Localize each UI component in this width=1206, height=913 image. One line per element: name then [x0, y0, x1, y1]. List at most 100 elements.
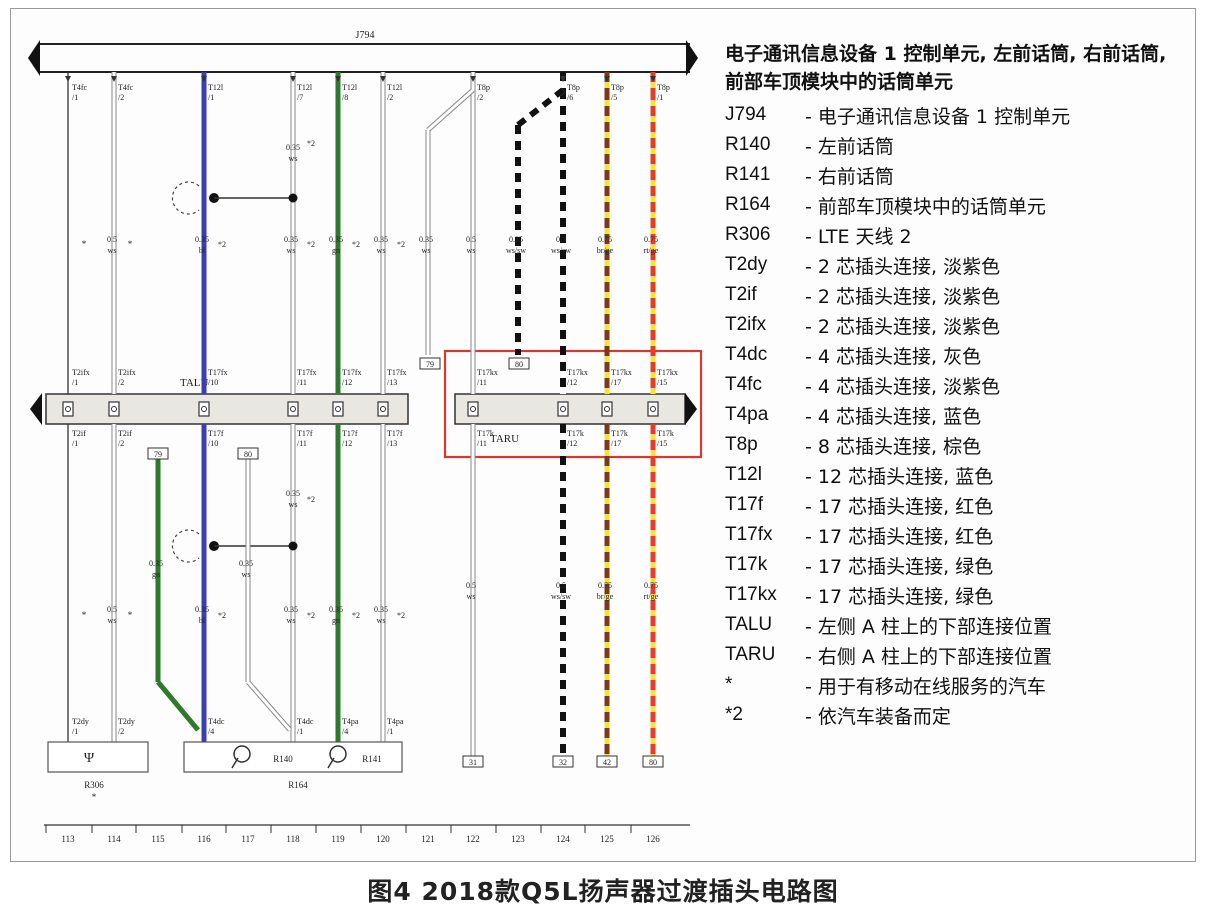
conn-bot-sub: /11	[297, 439, 307, 448]
low-wire-code: ws/sw	[551, 592, 571, 601]
legend-title: 电子通讯信息设备 1 控制单元, 左前话筒, 右前话筒, 前部车顶模块中的话筒单…	[725, 43, 1167, 93]
shield-dot	[288, 541, 298, 551]
band-arrow-right	[685, 393, 697, 425]
legend-description: - 2 芯插头连接, 淡紫色	[805, 255, 1001, 278]
connector-pin	[287, 401, 299, 417]
column-number: 121	[421, 834, 435, 844]
top-pin-label: T12l	[297, 83, 313, 92]
wire-size: 0.35	[374, 235, 388, 244]
connector-pin	[108, 401, 120, 417]
top-pin-label: T4fc	[118, 83, 134, 92]
pin-arrow	[290, 76, 296, 82]
connector-pin	[377, 401, 389, 417]
legend-description: - 用于有移动在线服务的汽车	[805, 675, 1046, 698]
conn-top-label: T17kx	[477, 368, 498, 377]
wire-white	[246, 681, 292, 731]
legend-item: R306 - LTE 天线 2	[725, 220, 1185, 250]
conn-bot-label: T17k	[477, 429, 494, 438]
legend-item: T2ifx- 2 芯插头连接, 淡紫色	[725, 310, 1185, 340]
microphone-icon	[329, 745, 347, 763]
ground-ref-text: 80	[515, 360, 523, 369]
wire-size: 0.35	[509, 235, 523, 244]
wire-size: 0.35	[284, 235, 298, 244]
end-pin-sub: /1	[72, 727, 78, 736]
top-pin-sub: /1	[657, 93, 663, 102]
legend-item: TARU- 右侧 A 柱上的下部连接位置	[725, 640, 1185, 670]
end-ref-text: 32	[559, 758, 567, 767]
low-wire-size: 0.5	[556, 581, 566, 590]
legend-code: T2ifx	[725, 314, 767, 335]
column-number: 115	[151, 834, 165, 844]
top-pin-sub: /2	[477, 93, 483, 102]
end-pin-label: T4dc	[297, 717, 314, 726]
pin-arrow	[111, 76, 117, 82]
taru-label: TARU	[490, 433, 519, 445]
wire-size: 0.5	[556, 235, 566, 244]
conn-top-label: T2ifx	[72, 368, 90, 377]
end-ref-text: 80	[649, 758, 657, 767]
connector-pin	[62, 401, 74, 417]
low-wire-size: 0.5	[107, 605, 117, 614]
legend-item: J794- 电子通讯信息设备 1 控制单元	[725, 100, 1185, 130]
end-pin-sub: /1	[387, 727, 393, 736]
ground-ref-text: 79	[426, 360, 434, 369]
conn-bot-sub: /12	[567, 439, 577, 448]
legend-code: J794	[725, 104, 767, 125]
top-pin-label: T8p	[477, 83, 490, 92]
end-pin-sub: /4	[208, 727, 214, 736]
legend-code: T12l	[725, 464, 762, 485]
note-star2: *2	[397, 611, 405, 620]
connector-pin-hole	[650, 406, 656, 412]
connector-pin	[198, 401, 210, 417]
legend-item: T17fx- 17 芯插头连接, 红色	[725, 520, 1185, 550]
column-number: 119	[331, 834, 345, 844]
legend: 电子通讯信息设备 1 控制单元, 左前话筒, 右前话筒, 前部车顶模块中的话筒单…	[725, 40, 1185, 730]
legend-description: - 17 芯插头连接, 红色	[805, 525, 994, 548]
pin-arrow	[380, 76, 386, 82]
wire-code: ws/sw	[551, 246, 571, 255]
low-wire-code: gn	[152, 570, 160, 579]
legend-code: R306	[725, 224, 771, 245]
conn-top-label: T17fx	[342, 368, 362, 377]
low-wire-code: ws	[287, 616, 296, 625]
legend-item: T8p- 8 芯插头连接, 棕色	[725, 430, 1185, 460]
low-wire-code: ws	[242, 570, 251, 579]
end-ref-box	[642, 755, 664, 768]
component-label-r140: R140	[273, 754, 293, 764]
connector-pin-hole	[470, 406, 476, 412]
pin-arrow	[604, 76, 610, 82]
legend-item: T4pa- 4 芯插头连接, 蓝色	[725, 400, 1185, 430]
pin-arrow	[650, 76, 656, 82]
wire-code: rt/ge	[644, 246, 659, 255]
component-label-r164: R164	[288, 780, 308, 790]
note-star: *	[128, 239, 133, 249]
note-star2: *2	[218, 611, 226, 620]
legend-description: - LTE 天线 2	[805, 225, 912, 248]
conn-top-label: T17fx	[387, 368, 407, 377]
bus-arrow-right	[686, 40, 698, 76]
legend-code: T4pa	[725, 404, 769, 425]
legend-code: *2	[725, 704, 743, 725]
conn-bot-sub: /2	[118, 439, 124, 448]
pin-arrow	[560, 76, 566, 82]
note-star: *	[92, 792, 97, 802]
conn-top-label: T17kx	[567, 368, 588, 377]
wire-size: 0.35	[286, 489, 300, 498]
top-pin-sub: /2	[118, 93, 124, 102]
legend-item: R164- 前部车顶模块中的话筒单元	[725, 190, 1185, 220]
connector-band-left	[45, 393, 409, 425]
legend-description: - 右前话筒	[805, 165, 894, 188]
wire-size: 0.35	[329, 235, 343, 244]
top-pin-label: T4fc	[72, 83, 88, 92]
top-pin-sub: /7	[297, 93, 303, 102]
shield-arc	[171, 181, 200, 215]
wire-size: 0.75	[598, 235, 612, 244]
connector-pin-hole	[560, 406, 566, 412]
top-pin-sub: /6	[567, 93, 573, 102]
note-star: *	[128, 610, 133, 620]
legend-description: - 依汽车装备而定	[805, 705, 951, 728]
pin-arrow	[65, 76, 71, 82]
low-wire-size: 0.5	[466, 581, 476, 590]
wire-code: ws	[467, 246, 476, 255]
end-pin-label: T4pa	[342, 717, 359, 726]
